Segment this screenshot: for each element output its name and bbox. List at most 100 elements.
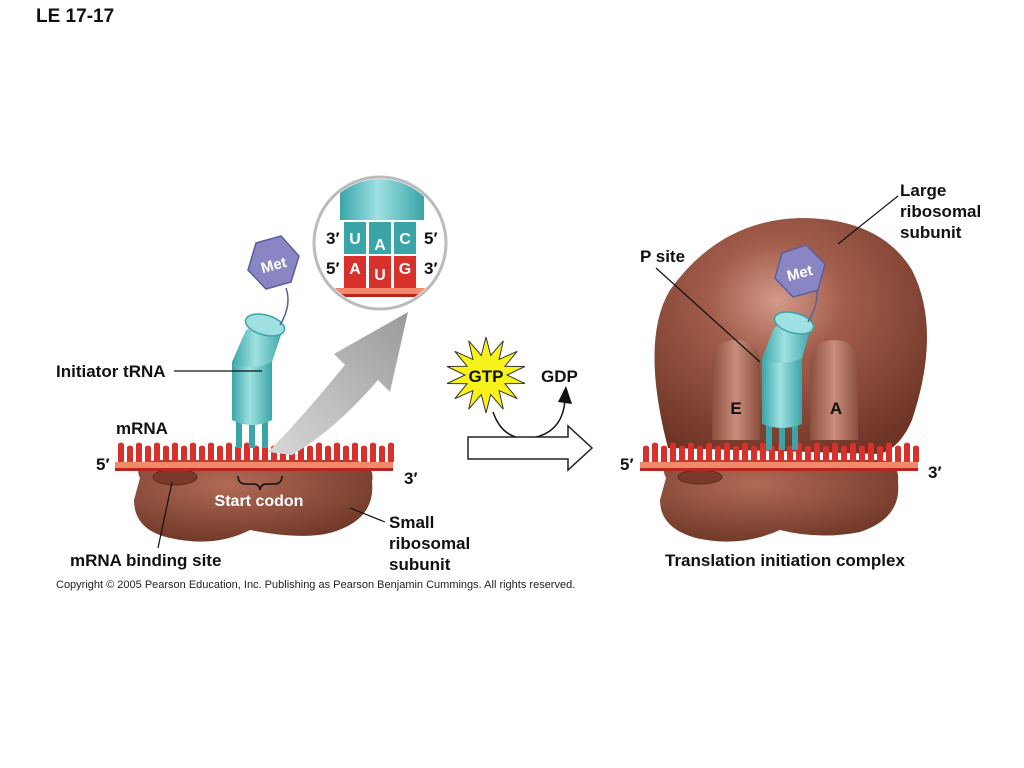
- mrna-nucleotide: [334, 442, 340, 462]
- mrna-label: mRNA: [116, 419, 168, 438]
- mrna-nucleotide: [325, 445, 331, 462]
- gtp-label: GTP: [469, 367, 504, 386]
- copyright-line: Copyright © 2005 Pearson Education, Inc.…: [56, 579, 575, 591]
- mrna-nucleotide: [652, 442, 658, 462]
- mrna-binding-site-leader: [157, 481, 173, 549]
- mrna-nucleotide: [145, 445, 151, 462]
- mrna-nucleotide: [706, 442, 712, 462]
- mrna-nucleotide: [724, 442, 730, 462]
- mrna-nucleotide: [670, 442, 676, 462]
- left-panel: Met Initiator tRNA mRNA 5′ 3′ Start codo…: [56, 235, 475, 574]
- mrna-nucleotide: [841, 445, 847, 462]
- anticodon-base-3: C: [399, 231, 411, 248]
- mrna-nucleotide: [715, 445, 721, 462]
- mrna-nucleotide: [697, 445, 703, 462]
- anticodon-base-1: U: [349, 231, 361, 248]
- gdp-label: GDP: [541, 367, 578, 386]
- anticodon-three-prime: 3′: [326, 229, 340, 248]
- mrna-nucleotide: [742, 442, 748, 462]
- met-amino-acid-right: Met: [774, 244, 826, 298]
- initiator-trna: [232, 287, 289, 448]
- codon-base-2: U: [374, 267, 386, 284]
- mrna-binding-site-groove: [152, 468, 198, 486]
- mrna-nucleotide: [217, 445, 223, 462]
- codon-base-3: G: [399, 261, 411, 278]
- mrna-nucleotide: [343, 445, 349, 462]
- start-codon-label: Start codon: [215, 493, 304, 510]
- mrna-nucleotide: [751, 445, 757, 462]
- mrna-nucleotide: [172, 442, 178, 462]
- codon-base-1: A: [349, 261, 361, 278]
- left-three-prime-label: 3′: [404, 469, 418, 488]
- mrna-nucleotide: [235, 445, 241, 462]
- slide-title: LE 17-17: [36, 6, 114, 27]
- mrna-nucleotide: [154, 442, 160, 462]
- gtp-to-gdp-curve: [492, 399, 566, 440]
- mrna-nucleotide: [679, 445, 685, 462]
- process-arrow: [467, 424, 594, 472]
- energy-step: GTP GDP: [446, 336, 594, 472]
- mrna-nucleotide: [199, 445, 205, 462]
- right-three-prime-label: 3′: [928, 463, 942, 482]
- mrna-nucleotide: [388, 442, 394, 462]
- mrna-nucleotide: [352, 442, 358, 462]
- e-site-label: E: [730, 399, 741, 418]
- mrna-nucleotide: [760, 442, 766, 462]
- right-five-prime-label: 5′: [620, 455, 634, 474]
- mrna-nucleotide: [244, 442, 250, 462]
- met-label-right: Met: [785, 262, 814, 285]
- mrna-nucleotide: [859, 445, 865, 462]
- p-site-leader: [655, 267, 761, 363]
- mrna-nucleotide: [253, 445, 259, 462]
- codon-anticodon-inset: 3′ 5′ U A C 5′ 3′ A U G: [312, 175, 448, 311]
- mrna-strand-right: [640, 442, 919, 471]
- mrna-nucleotide: [361, 445, 367, 462]
- right-panel: Met E A P site Large ribosomal subunit 5…: [620, 181, 986, 570]
- mrna-nucleotide: [913, 445, 919, 462]
- anticodon-five-prime: 5′: [424, 229, 438, 248]
- mrna-nucleotide: [136, 442, 142, 462]
- translation-initiation-complex-caption: Translation initiation complex: [665, 551, 905, 570]
- e-site: [712, 340, 760, 440]
- left-five-prime-label: 5′: [96, 455, 110, 474]
- mrna-binding-site-label: mRNA binding site: [70, 551, 221, 570]
- p-site-label: P site: [640, 247, 685, 266]
- mrna-nucleotide: [208, 442, 214, 462]
- mrna-nucleotide: [181, 445, 187, 462]
- gtp-starburst: [446, 336, 526, 414]
- gdp-arrowhead: [558, 386, 572, 404]
- mrna-nucleotide: [787, 445, 793, 462]
- mrna-nucleotide: [127, 445, 133, 462]
- mrna-nucleotide: [805, 445, 811, 462]
- mrna-nucleotide: [643, 445, 649, 462]
- mrna-nucleotide: [733, 445, 739, 462]
- mrna-nucleotide: [904, 442, 910, 462]
- p-site-trna: [762, 287, 818, 450]
- mrna-nucleotide: [688, 442, 694, 462]
- start-codon-brace: [237, 475, 283, 491]
- codon-five-prime: 5′: [326, 259, 340, 278]
- a-site: [810, 340, 858, 440]
- mrna-nucleotide: [226, 442, 232, 462]
- large-subunit-label: Large ribosomal subunit: [900, 181, 986, 242]
- mrna-nucleotide: [823, 445, 829, 462]
- small-subunit-leader: [349, 507, 386, 523]
- mrna-nucleotide: [850, 442, 856, 462]
- met-amino-acid: Met: [247, 235, 300, 290]
- initiator-trna-label: Initiator tRNA: [56, 362, 166, 381]
- mrna-binding-site-groove-right: [677, 469, 723, 485]
- mrna-nucleotide: [832, 442, 838, 462]
- a-site-label: A: [830, 399, 842, 418]
- mrna-nucleotide: [370, 442, 376, 462]
- large-subunit-leader: [837, 195, 899, 245]
- met-label: Met: [259, 254, 288, 277]
- small-subunit-label: Small ribosomal subunit: [389, 513, 475, 574]
- mrna-nucleotide: [868, 442, 874, 462]
- mrna-nucleotide: [307, 445, 313, 462]
- mrna-nucleotide: [316, 442, 322, 462]
- mrna-nucleotide: [190, 442, 196, 462]
- zoom-arrow: [268, 312, 408, 455]
- codon-three-prime: 3′: [424, 259, 438, 278]
- mrna-nucleotide: [163, 445, 169, 462]
